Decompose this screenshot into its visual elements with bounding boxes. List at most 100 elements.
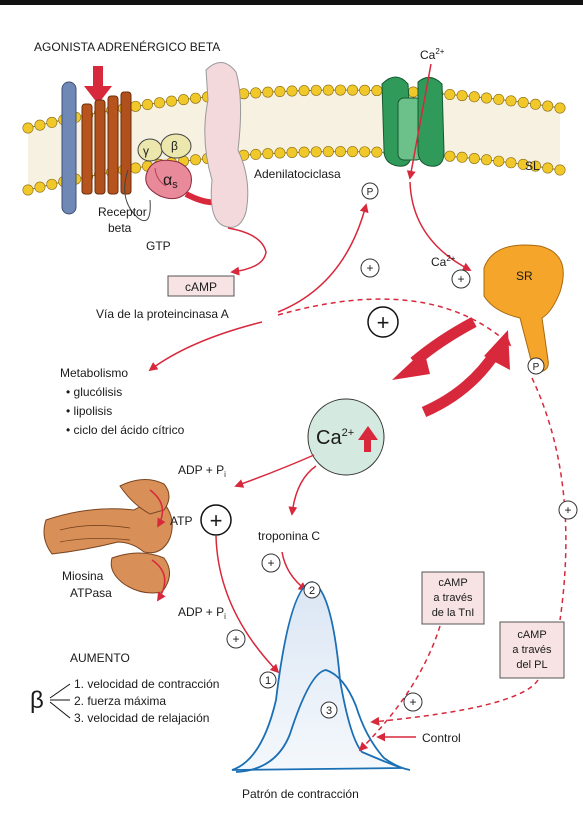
beta-subunit-label: β (171, 139, 178, 153)
lipid-head (359, 85, 369, 95)
sl-label: SL (525, 159, 540, 173)
lipid-head (251, 149, 261, 159)
camp-pl-line1: cAMP (517, 629, 546, 641)
lipid-head (275, 86, 285, 96)
lipid-head (299, 147, 309, 157)
marker-1-label: 1 (265, 675, 271, 687)
lipid-head (323, 85, 333, 95)
lipid-head (23, 123, 33, 133)
lipid-head (494, 156, 504, 166)
plus-troponin-label: + (267, 556, 274, 570)
citric-cycle-label: • ciclo del ácido cítrico (66, 423, 185, 437)
lipid-head (481, 155, 491, 165)
lipid-head (23, 185, 33, 195)
camp-pl-to-curve-arrow (372, 680, 538, 722)
plus-pka-cyclase-label: + (366, 261, 373, 275)
myosin-label-1: Miosina (62, 569, 104, 583)
plus-adp-label: + (232, 632, 239, 646)
lipid-head (190, 93, 200, 103)
lipid-head (190, 155, 200, 165)
lipid-head (469, 92, 479, 102)
plus-camp-pl-label: + (564, 503, 571, 517)
lipid-head (506, 96, 516, 106)
lipid-head (130, 163, 140, 173)
receptor-label: Receptor (98, 205, 147, 219)
lipid-head (518, 97, 528, 107)
lipid-head (543, 101, 553, 111)
lipid-head (494, 94, 504, 104)
lipid-head (469, 153, 479, 163)
lipid-head (263, 148, 273, 158)
beta-branch-lines (50, 684, 70, 718)
lipid-head (555, 165, 565, 175)
gtp-label: GTP (146, 239, 171, 253)
increase-item-1: 1. velocidad de contracción (74, 677, 219, 691)
lipid-head (372, 85, 382, 95)
big-plus-atp-label: + (210, 508, 223, 533)
lipid-head (35, 120, 45, 130)
troponin-to-peak-arrow (282, 552, 306, 590)
sr-uptake-arrow (424, 352, 496, 412)
agonist-label: AGONISTA ADRENÉRGICO BETA (34, 39, 220, 54)
lipid-head (347, 146, 357, 156)
lipid-head (457, 90, 467, 100)
pka-pathway-label: Vía de la proteincinasa A (96, 307, 229, 321)
glycolysis-label: • glucólisis (66, 385, 122, 399)
myosin-label-2: ATPasa (70, 586, 112, 600)
camp-tni-line2: a través (433, 592, 473, 604)
lipid-head (347, 85, 357, 95)
camp-tni-line3: de la TnI (432, 607, 475, 619)
lipid-head (311, 147, 321, 157)
marker-2-label: 2 (309, 585, 315, 597)
sr-phosphate-label: P (533, 362, 540, 373)
lipolysis-label: • lipolisis (66, 404, 112, 418)
ca-sr-label: Ca2+ (431, 254, 456, 269)
plus-ca-sr-label: + (457, 272, 464, 286)
lipid-head (445, 89, 455, 99)
lipid-head (47, 117, 57, 127)
adp-bottom-label: ADP + Pi (178, 605, 226, 621)
contraction-pattern-label: Patrón de contracción (242, 787, 359, 801)
adenylate-cyclase-label: Adenilatociclasa (254, 167, 341, 181)
ca-to-troponin-arrow (292, 466, 316, 514)
lipid-head (287, 86, 297, 96)
lipid-head (457, 152, 467, 162)
lipid-head (481, 93, 491, 103)
lipid-head (530, 99, 540, 109)
lipid-head (543, 163, 553, 173)
lipid-head (142, 99, 152, 109)
lipid-head (299, 85, 309, 95)
beta-symbol: β (30, 687, 44, 714)
lipid-head (445, 151, 455, 161)
increase-label: AUMENTO (70, 651, 130, 665)
increase-item-2: 2. fuerza máxima (74, 694, 166, 708)
lipid-head (335, 146, 345, 156)
cyclase-phosphate-label: P (367, 187, 374, 198)
plus-camp-tni-label: + (409, 695, 416, 709)
gamma-label: γ (143, 144, 149, 158)
camp-box-label: cAMP (185, 280, 217, 294)
troponin-label: troponina C (258, 529, 320, 543)
receptor-label-2: beta (108, 221, 132, 235)
lipid-head (335, 85, 345, 95)
lipid-head (263, 87, 273, 97)
marker-3-label: 3 (326, 705, 332, 717)
lipid-head (35, 182, 45, 192)
adp-top-label: ADP + Pi (178, 463, 226, 479)
lipid-head (178, 94, 188, 104)
top-border (0, 0, 583, 5)
increase-item-3: 3. velocidad de relajación (74, 711, 209, 725)
lipid-head (359, 147, 369, 157)
lipid-head (287, 147, 297, 157)
big-plus-sr-label: + (377, 310, 390, 335)
metabolism-label: Metabolismo (60, 366, 128, 380)
lipid-head (506, 158, 516, 168)
lipid-head (311, 85, 321, 95)
pka-to-cyclase-arrow (278, 205, 366, 312)
lipid-head (275, 148, 285, 158)
ca-top-label: Ca2+ (420, 47, 445, 62)
sr-label: SR (516, 269, 533, 283)
lipid-head (555, 103, 565, 113)
